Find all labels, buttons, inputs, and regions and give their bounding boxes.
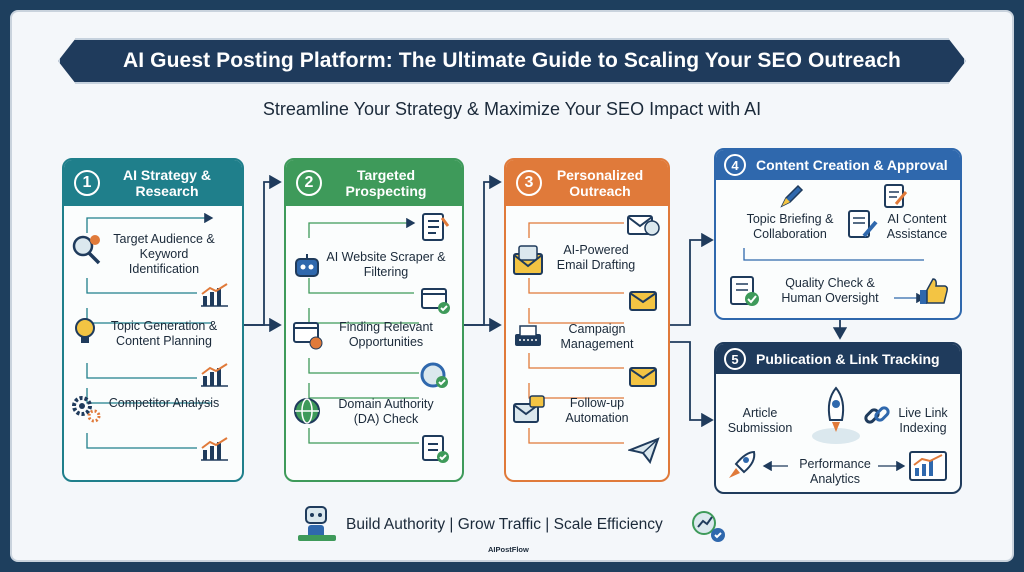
step-title-2: Targeted Prospecting (345, 167, 427, 199)
edit-document-icon (882, 182, 910, 215)
step-5-flow-lines (762, 460, 906, 472)
step-2-flow-lines (308, 217, 419, 444)
gears-icon (70, 392, 102, 429)
checklist-icon (728, 274, 762, 313)
step-card-2: 2 Targeted Prospecting (284, 158, 464, 482)
step-title-3: Personalized Outreach (556, 167, 644, 199)
step-3-item-2: Campaign Management (560, 322, 634, 351)
webpage-globe-icon (292, 320, 324, 355)
step-number-5: 5 (724, 348, 746, 370)
step-header-4: 4 Content Creation & Approval (716, 150, 960, 180)
step-header-1: 1 AI Strategy & Research (64, 160, 242, 206)
document-pencil-icon (846, 208, 878, 245)
step-5-item-3: Performance Analytics (799, 457, 871, 486)
paper-plane-icon (626, 436, 660, 469)
step-5-item-2: Live Link Indexing (898, 406, 948, 435)
magnifier-gear-icon (70, 232, 102, 271)
step-number-1: 1 (74, 170, 100, 196)
clipboard-check-icon (420, 432, 450, 469)
footer-tagline: Build Authority | Grow Traffic | Scale E… (346, 516, 663, 533)
page-title: AI Guest Posting Platform: The Ultimate … (123, 49, 901, 72)
robot-mascot-icon (296, 505, 340, 550)
step-header-2: 2 Targeted Prospecting (286, 160, 462, 206)
step-1-item-2: Topic Generation & Content Planning (110, 319, 218, 348)
step-title-1: AI Strategy & Research (123, 167, 211, 199)
step-4-item-3: Quality Check & Human Oversight (781, 276, 879, 305)
growth-check-icon (688, 505, 728, 550)
globe-icon (292, 396, 322, 431)
step-2-item-3: Domain Authority (DA) Check (338, 397, 434, 426)
rocket-launch-icon (808, 384, 864, 451)
brand-logo-text: AIPostFlow (488, 545, 529, 554)
thumbs-up-icon (918, 276, 950, 313)
typewriter-icon (512, 322, 544, 355)
step-card-3: 3 Personalized Outreach (504, 158, 670, 482)
step-3-item-1: AI-Powered Email Drafting (556, 243, 636, 272)
step-4-flow-lines (743, 248, 926, 304)
step-2-item-1: AI Website Scraper & Filtering (326, 250, 446, 279)
ai-envelope-icon (626, 212, 660, 245)
browser-check-icon (420, 286, 452, 321)
step-title-4: Content Creation & Approval (756, 157, 948, 173)
rocket-icon (724, 448, 760, 489)
step-title-5: Publication & Link Tracking (756, 351, 940, 367)
chain-link-icon (862, 400, 892, 435)
step-1-item-3: Competitor Analysis (108, 396, 220, 410)
step-1-item-1: Target Audience & Keyword Identification (113, 232, 215, 276)
ai-envelope-icon (512, 394, 546, 429)
page-subtitle: Streamline Your Strategy & Maximize Your… (262, 99, 762, 119)
step-3-item-3: Follow-up Automation (565, 396, 629, 425)
growth-chart-icon (200, 362, 230, 393)
step-header-3: 3 Personalized Outreach (506, 160, 668, 206)
growth-chart-icon (200, 436, 230, 467)
step-header-5: 5 Publication & Link Tracking (716, 344, 960, 374)
step-number-2: 2 (296, 170, 322, 196)
envelope-icon (628, 362, 658, 395)
step-3-flow-lines (528, 222, 624, 444)
gauge-check-icon (418, 360, 450, 395)
growth-chart-icon (200, 282, 230, 313)
step-card-1: 1 AI Strategy & Research (62, 158, 244, 482)
checklist-icon (420, 212, 450, 247)
step-2-item-2: Finding Relevant Opportunities (339, 320, 433, 349)
lightbulb-icon (72, 316, 98, 351)
step-number-3: 3 (516, 170, 542, 196)
step-4-item-1: Topic Briefing & Collaboration (746, 212, 834, 241)
envelope-icon (628, 286, 658, 319)
step-number-4: 4 (724, 154, 746, 176)
step-1-flow-lines (86, 212, 214, 449)
robot-icon (292, 252, 322, 287)
step-4-item-2: AI Content Assistance (886, 212, 948, 241)
step-5-item-1: Article Submission (727, 406, 793, 435)
analytics-dashboard-icon (908, 450, 948, 487)
title-banner: AI Guest Posting Platform: The Ultimate … (58, 38, 966, 84)
pencil-icon (778, 182, 806, 215)
ai-mail-icon (512, 244, 546, 281)
step-card-4: 4 Content Creation & Approval (714, 148, 962, 320)
